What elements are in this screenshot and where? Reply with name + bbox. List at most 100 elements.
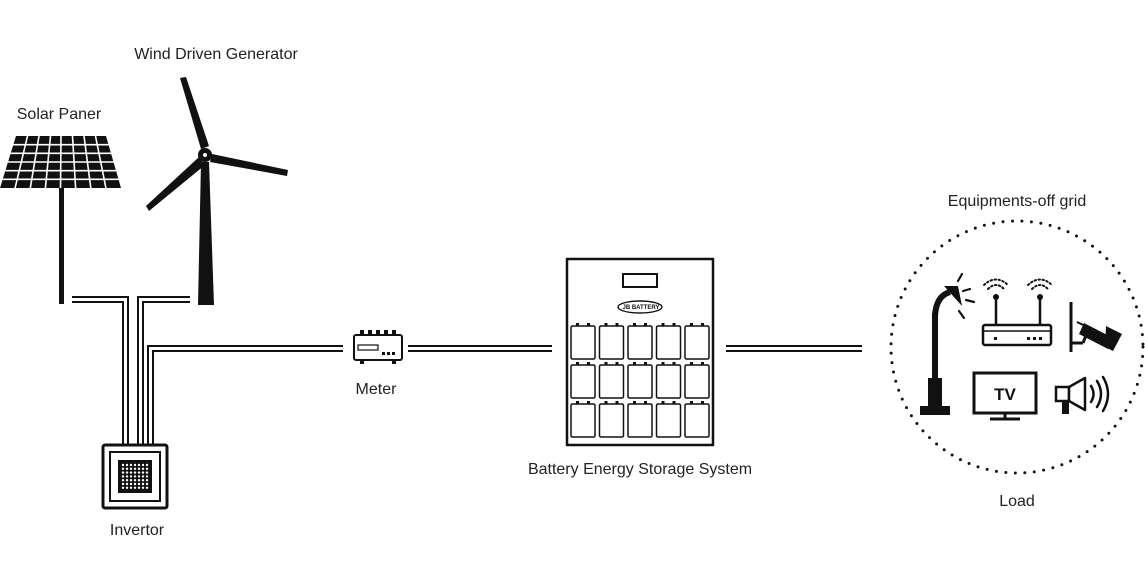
battery-terminal (604, 323, 608, 326)
loudspeaker-icon (1054, 375, 1110, 414)
battery-terminal (661, 323, 665, 326)
battery-cell (570, 325, 596, 360)
inverter-vent-dot (121, 471, 125, 474)
meter-icon (353, 330, 403, 364)
inverter-vent-dot (121, 475, 125, 478)
battery-terminal (644, 323, 647, 326)
inverter-vent-dot (125, 486, 129, 489)
inverter-vent-dot (121, 486, 125, 489)
battery-terminal (604, 401, 608, 404)
inverter-vent-dot (121, 463, 125, 467)
inverter-vent-dot (137, 471, 141, 474)
inverter-vent-dot (141, 486, 145, 489)
solar-panel-icon (0, 135, 121, 304)
security-camera-icon (1069, 302, 1122, 352)
inverter-vent-dot (137, 475, 141, 478)
battery-terminal (587, 401, 590, 404)
inverter-vent-dot (121, 482, 125, 486)
inverter-vent-dot (137, 486, 141, 489)
battery-terminal (587, 362, 590, 365)
inverter-vent-dot (133, 471, 137, 474)
wind-turbine-icon (146, 77, 288, 305)
battery-cell (627, 364, 653, 399)
inverter-vent-dot (125, 467, 129, 470)
battery-cell (684, 364, 710, 399)
battery-terminal (690, 362, 693, 365)
inverter-vent-dot (129, 479, 133, 482)
inverter-vent-dot (141, 463, 145, 467)
battery-terminal (576, 401, 579, 404)
battery-terminal (615, 323, 619, 326)
inverter-label: Invertor (110, 522, 165, 539)
battery-terminal (644, 401, 647, 404)
inverter-vent-dot (137, 482, 141, 486)
inverter-vent-dot (145, 471, 149, 474)
inverter-vent-dot (133, 486, 137, 489)
inverter-vent-dot (133, 482, 137, 486)
battery-terminal (576, 362, 579, 365)
battery-terminal (633, 362, 636, 365)
battery-terminal (633, 401, 636, 404)
inverter-vent-dot (141, 482, 145, 486)
generation-cables (72, 296, 343, 444)
inverter-vent-dot (129, 467, 133, 470)
load-group-label: Equipments-off grid (948, 193, 1086, 210)
inverter-vent-dot (125, 463, 129, 467)
inverter-vent-dot (141, 475, 145, 478)
distribution-cables (408, 345, 862, 352)
inverter-vent-dot (129, 486, 133, 489)
inverter-vent-dot (137, 467, 141, 470)
wind-generator-label: Wind Driven Generator (134, 46, 298, 63)
battery-cabinet-icon: JB BATTERY (565, 257, 715, 447)
load-boundary (889, 219, 1145, 475)
battery-cell (684, 325, 710, 360)
battery-terminal (672, 401, 676, 404)
battery-cell (598, 325, 625, 360)
inverter-vent-dot (141, 479, 145, 482)
meter-label: Meter (356, 381, 398, 398)
inverter-vent-dot (141, 471, 145, 474)
wifi-router-icon (981, 278, 1053, 347)
inverter-vent-dot (125, 471, 129, 474)
inverter-vent-dot (133, 463, 137, 467)
inverter-vent-dot (125, 475, 129, 478)
battery-terminal (576, 323, 579, 326)
battery-terminal (701, 323, 704, 326)
battery-cell (627, 325, 653, 360)
battery-cell (655, 325, 682, 360)
inverter-vent-dot (121, 479, 125, 482)
battery-brand-logo: JB BATTERY (622, 305, 659, 311)
battery-cell (655, 403, 682, 438)
inverter-vent-dot (145, 482, 149, 486)
battery-terminal (615, 362, 619, 365)
battery-terminal (672, 362, 676, 365)
inverter-vent-dot (145, 467, 149, 470)
inverter-vent-dot (145, 475, 149, 478)
battery-terminal (701, 362, 704, 365)
inverter-vent-dot (129, 475, 133, 478)
battery-cell (570, 403, 596, 438)
inverter-vent-dot (125, 479, 129, 482)
inverter-vent-dot (145, 463, 149, 467)
inverter-vent-dot (129, 482, 133, 486)
inverter-vent-dot (133, 467, 137, 470)
battery-terminal (661, 401, 665, 404)
battery-terminal (644, 362, 647, 365)
load-label: Load (999, 493, 1035, 510)
solar-panel-label: Solar Paner (17, 106, 102, 123)
inverter-vent-dot (133, 475, 137, 478)
inverter-vent-dot (133, 479, 137, 482)
inverter-vent-dot (129, 471, 133, 474)
battery-terminal (701, 401, 704, 404)
battery-terminal (587, 323, 590, 326)
battery-cell (627, 403, 653, 438)
battery-system-label: Battery Energy Storage System (528, 461, 752, 478)
battery-cell (684, 403, 710, 438)
inverter-vent-dot (145, 486, 149, 489)
battery-terminal (633, 323, 636, 326)
inverter-vent-dot (137, 479, 141, 482)
tv-screen-text: TV (994, 385, 1016, 404)
inverter-vent-dot (137, 463, 141, 467)
tv-icon: TV (972, 371, 1038, 421)
